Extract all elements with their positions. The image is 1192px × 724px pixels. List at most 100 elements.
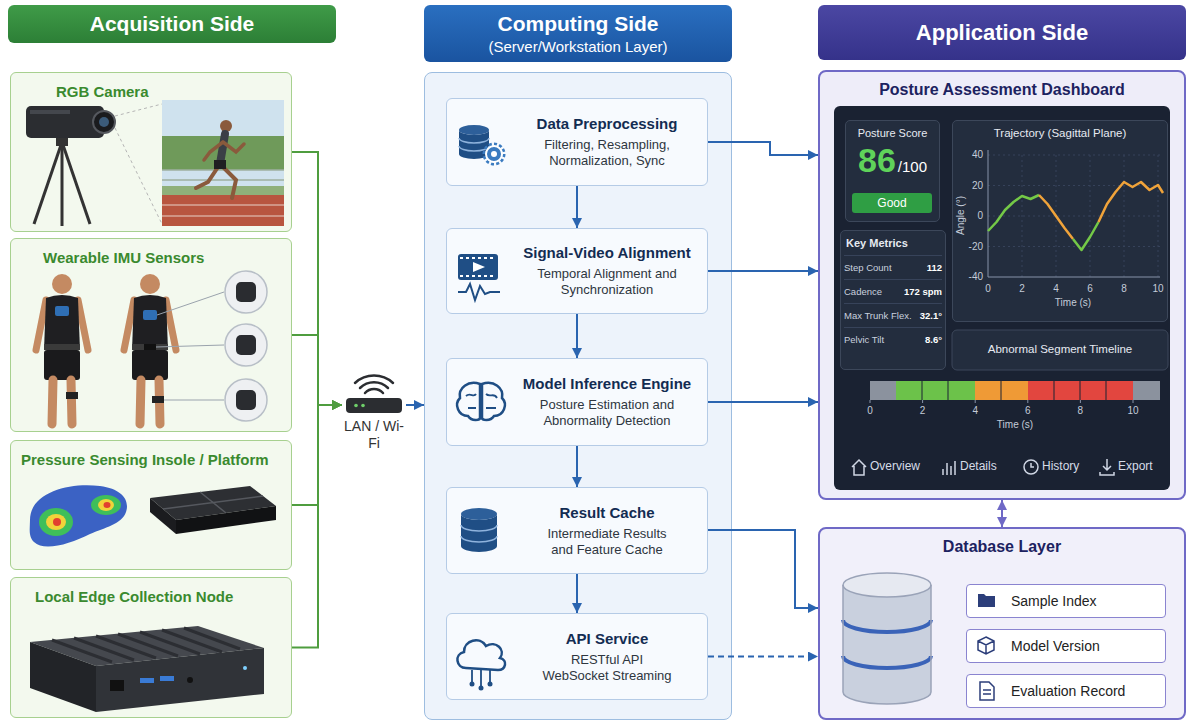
box-description: Temporal Alignment and Synchronization [537,266,677,298]
box-title: Signal-Video Alignment [523,244,691,261]
metric-name: Step Count [844,262,892,273]
axis-tick: -40 [959,271,983,283]
process-box: Result CacheIntermediate Results and Fea… [446,487,708,574]
metrics-card: Key MetricsStep Count 112Cadence 172 spmMa… [840,230,946,370]
panel-title: Computing Side [498,12,659,36]
card-title: Abnormal Segment Timeline [952,343,1168,355]
record-box: Sample Index [966,584,1166,618]
device-title: Wearable IMU Sensors [11,239,291,266]
record-name: Evaluation Record [1011,683,1125,699]
axis-tick: 2 [1012,283,1032,295]
network-label: LAN / Wi-Fi [342,372,406,452]
metric-name: Cadence [844,286,882,297]
axis-tick: -20 [959,241,983,253]
dashboard-panel: Posture Assessment DashboardPosture Scor… [818,70,1186,500]
nav-label: History [1042,460,1112,472]
header-text: Acquisition Side [90,12,255,36]
metric-row: Step Count 112 [844,255,942,279]
metric-name: Pelvic Tilt [844,334,884,345]
axis-tick: 8 [1114,283,1134,295]
record-name: Model Version [1011,638,1100,654]
device-box: Pressure Sensing Insole / Platform [10,440,292,570]
axis-title: Time (s) [985,419,1045,431]
box-title: Data Preprocessing [537,115,678,132]
connector-arrow [292,405,342,648]
axis-tick: 0 [860,405,880,417]
box-description: RESTful API WebSocket Streaming [537,652,677,684]
connector-arrow [406,404,424,406]
card-title: Posture Score [846,127,939,139]
nav-label: Details [960,460,1030,472]
axis-tick: 10 [1148,283,1168,295]
router-icon [355,376,393,383]
router-icon [361,404,365,408]
device-box: RGB Camera [10,72,292,232]
connector-arrow [292,405,342,505]
score-max: /100 [898,158,927,175]
device-title: Local Edge Collection Node [11,578,291,605]
axis-tick: 4 [1046,283,1066,295]
network-node: LAN / Wi-Fi [342,372,406,460]
device-title: RGB Camera [11,73,291,100]
card-title: Trajectory (Sagittal Plane) [953,121,1167,139]
axis-tick: 40 [959,149,983,161]
record-name: Sample Index [1011,593,1097,609]
router-icon [346,398,402,413]
axis-title: Angle (°) [955,186,966,246]
layer-panel: Computing Side (Server/Workstation Layer)… [424,5,732,720]
axis-tick: 0 [978,283,998,295]
axis-title: Time (s) [1043,297,1103,309]
axis-tick: 2 [913,405,933,417]
badge-text: Good [852,193,932,213]
box-description: Posture Estimation and Abnormality Detec… [537,397,677,429]
box-title: Result Cache [559,504,654,521]
process-box: Model Inference EnginePosture Estimation… [446,358,708,446]
nav-label: Overview [870,460,940,472]
metric-value: 32.1° [920,310,942,321]
timeline-card: Abnormal Segment Timeline [840,376,1168,450]
process-box: API ServiceRESTful API WebSocket Streami… [446,613,708,700]
panel-subtitle: (Server/Workstation Layer) [489,38,668,55]
connector-arrow [292,152,342,405]
axis-tick: 20 [959,180,983,192]
device-box: Wearable IMU Sensors [10,238,292,432]
record-box: Evaluation Record [966,674,1166,708]
record-box: Model Version [966,629,1166,663]
process-box: Signal-Video AlignmentTemporal Alignment… [446,228,708,314]
score-value: 86 [858,141,896,179]
database-panel: Database LayerSample IndexModel VersionE… [818,527,1186,720]
metric-name: Max Trunk Flex. [844,310,912,321]
box-description: Intermediate Results and Feature Cache [537,526,677,558]
score-card: Posture Score 86/100Good [845,120,940,222]
status-badge: Good [852,193,932,213]
metric-value: 172 spm [904,286,942,297]
connector-arrow [1001,500,1003,527]
panel-title: Database Layer [820,529,1184,556]
connector-arrow [292,335,342,405]
box-title: API Service [566,630,649,647]
panel-title: Posture Assessment Dashboard [820,72,1184,99]
axis-tick: 10 [1123,405,1143,417]
process-box: Data PreprocessingFiltering, Resampling,… [446,98,708,186]
chart-card: Trajectory (Sagittal Plane) [952,120,1168,322]
metric-value: 8.6° [925,334,942,345]
metric-value: 112 [927,262,942,273]
metric-row: Cadence 172 spm [844,279,942,303]
router-icon [360,382,388,393]
box-description: Filtering, Resampling, Normalization, Sy… [537,137,677,169]
section-header: Acquisition Side [8,5,336,43]
nav-label: Export [1118,460,1188,472]
metric-row: Max Trunk Flex. 32.1° [844,303,942,327]
card-title: Key Metrics [844,237,942,255]
axis-tick: 4 [965,405,985,417]
device-box: Local Edge Collection Node [10,577,292,718]
box-title: Model Inference Engine [523,375,691,392]
axis-tick: 6 [1080,283,1100,295]
axis-tick: 6 [1018,405,1038,417]
device-title: Pressure Sensing Insole / Platform [11,441,291,468]
router-icon [346,376,402,413]
metric-row: Pelvic Tilt 8.6° [844,327,942,351]
section-header: Application Side [818,5,1186,60]
header-text: Application Side [916,20,1088,46]
